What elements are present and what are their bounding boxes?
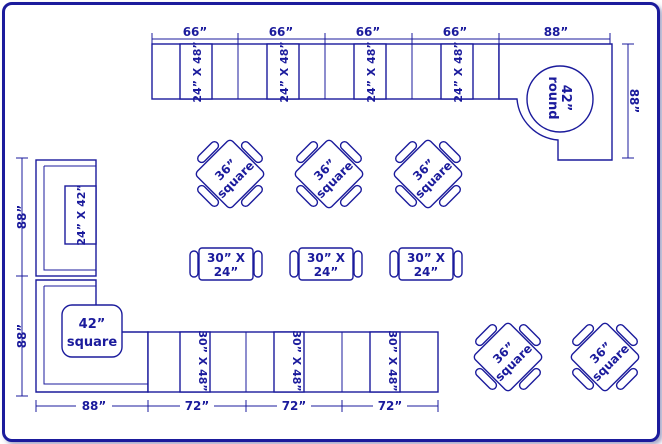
bottom-booth-row: 30” X 48” 30” X 48” 30” X 48” <box>147 330 439 393</box>
left-dim-2: 88” <box>15 324 29 349</box>
right-dimension-line: 88” <box>622 43 641 159</box>
bottom-dimension-line: 88” 72” 72” 72” <box>35 398 439 413</box>
booth-table-4 <box>440 43 474 100</box>
bottom-dim-3: 72” <box>282 399 307 413</box>
round-table <box>526 65 594 133</box>
left-booth-table <box>64 185 97 245</box>
svg-text:30” X: 30” X <box>307 251 346 265</box>
table-30x24-2: 30” X 24” <box>289 247 363 281</box>
left-dim-1: 88” <box>15 205 29 230</box>
square-36-table-5 <box>570 322 640 392</box>
booth-table-2 <box>266 43 300 100</box>
svg-text:30” X: 30” X <box>407 251 446 265</box>
right-dim: 88” <box>627 89 641 114</box>
round-table-word: round <box>545 76 560 119</box>
booth-table-2-label: 24” X 48” <box>278 41 291 102</box>
square-42-word: square <box>67 335 117 350</box>
top-dim-1: 66” <box>183 25 208 39</box>
left-booth-upper: 24” X 42” <box>35 159 97 277</box>
svg-text:24”: 24” <box>214 265 239 279</box>
booth-table-4-label: 24” X 48” <box>452 41 465 102</box>
svg-text:30” X: 30” X <box>207 251 246 265</box>
top-dimension-line: 66” 66” 66” 66” 88” <box>151 25 611 45</box>
bottom-booth-table-2 <box>273 331 305 393</box>
svg-text:24”: 24” <box>314 265 339 279</box>
square-42-table <box>61 304 123 358</box>
bottom-booth-table-1 <box>179 331 211 393</box>
booth-table-3-label: 24” X 48” <box>365 41 378 102</box>
bottom-booth-table-3 <box>369 331 401 393</box>
table-30x24-1: 30” X 24” <box>189 247 263 281</box>
bottom-dim-4: 72” <box>378 399 403 413</box>
top-dim-5: 88” <box>544 25 569 39</box>
round-corner-booth: 42” round <box>498 43 613 161</box>
booth-table-1 <box>179 43 213 100</box>
left-booth-table-label: 24” X 42” <box>75 184 88 245</box>
square-36-table-2 <box>294 139 364 209</box>
bottom-dim-2: 72” <box>185 399 210 413</box>
square-42-size: 42” <box>79 317 106 332</box>
square-36-table-4 <box>473 322 543 392</box>
left-dimension-line: 88” 88” <box>15 157 29 397</box>
square-36-table-1 <box>195 139 265 209</box>
bottom-booth-table-3-label: 30” X 48” <box>386 330 399 391</box>
round-table-size: 42” <box>558 85 573 112</box>
bottom-booth-table-1-label: 30” X 48” <box>196 330 209 391</box>
svg-text:24”: 24” <box>414 265 439 279</box>
square-36-table-3 <box>393 139 463 209</box>
booth-table-1-label: 24” X 48” <box>191 41 204 102</box>
top-dim-2: 66” <box>269 25 294 39</box>
table-30x24-3: 30” X 24” <box>389 247 463 281</box>
top-booth-row: 24” X 48” 24” X 48” 24” X 48” 24” X 48” <box>151 41 500 103</box>
booth-table-3 <box>353 43 387 100</box>
top-dim-3: 66” <box>356 25 381 39</box>
bottom-booth-table-2-label: 30” X 48” <box>290 330 303 391</box>
top-dim-4: 66” <box>443 25 468 39</box>
bottom-dim-1: 88” <box>82 399 107 413</box>
left-corner-booth: 42” square <box>35 279 149 393</box>
